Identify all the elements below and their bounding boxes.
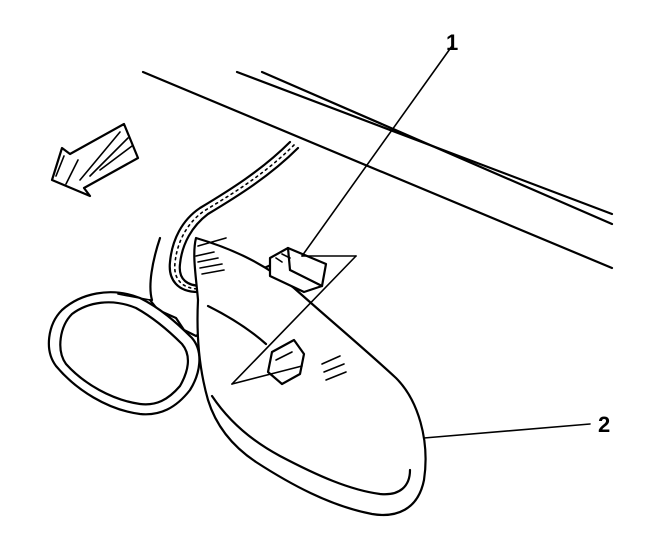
callout-1: 1	[446, 30, 458, 55]
housing-vents	[195, 237, 347, 381]
mirror-glass	[47, 291, 201, 416]
direction-arrow-icon	[50, 122, 140, 198]
electrical-connector	[268, 246, 328, 294]
windshield-edges	[141, 70, 614, 270]
mirror-housing	[193, 236, 427, 516]
leader-lines	[231, 45, 591, 439]
callout-2: 2	[598, 412, 610, 437]
